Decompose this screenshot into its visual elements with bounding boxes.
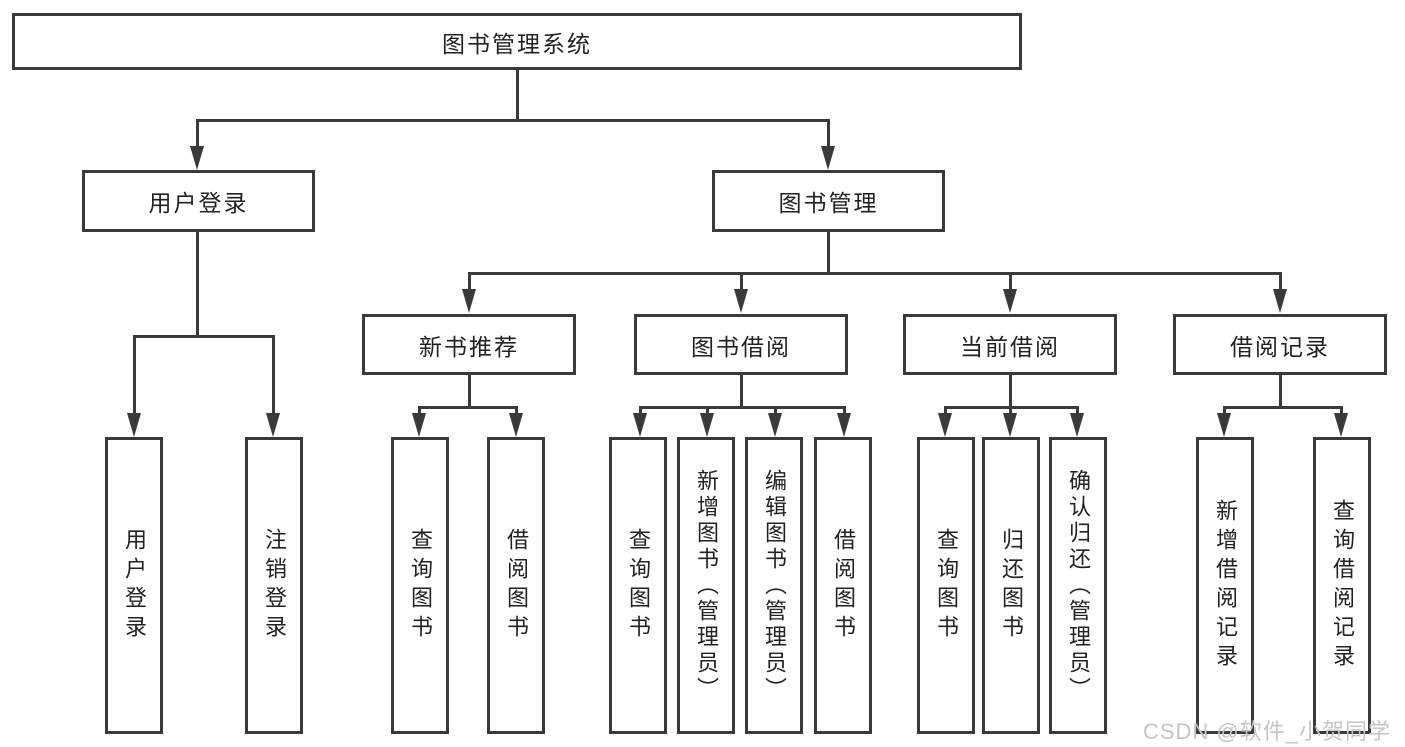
arrow-down-icon bbox=[462, 289, 476, 313]
connector-vline bbox=[133, 335, 136, 414]
connector-hline bbox=[1223, 406, 1343, 409]
leaf-user-login-label: 用户登录 bbox=[122, 527, 147, 644]
connector-vline bbox=[843, 406, 846, 414]
connector-vline bbox=[1279, 272, 1282, 290]
arrow-down-icon bbox=[1273, 289, 1287, 313]
leaf-borrowing-query-books: 查询图书 bbox=[609, 437, 667, 734]
arrow-down-icon bbox=[127, 413, 141, 437]
node-current-borrowing: 当前借阅 bbox=[903, 314, 1117, 375]
node-current-borrowing-label: 当前借阅 bbox=[960, 333, 1060, 360]
arrow-down-icon bbox=[266, 413, 280, 437]
node-user-login: 用户登录 bbox=[82, 170, 315, 232]
connector-hline bbox=[468, 272, 1281, 275]
csdn-watermark: CSDN @软件_小贺同学 bbox=[1142, 719, 1391, 744]
leaf-edit-books-admin: 编辑图书（管理员） bbox=[745, 437, 803, 734]
leaf-return-books: 归还图书 bbox=[982, 437, 1040, 734]
arrow-down-icon bbox=[1003, 413, 1017, 437]
leaf-recommend-query-books: 查询图书 bbox=[391, 437, 449, 734]
arrow-down-icon bbox=[1003, 289, 1017, 313]
arrow-down-icon bbox=[768, 413, 782, 437]
leaf-confirm-return-admin-label: 确认归还（管理员） bbox=[1066, 468, 1091, 703]
leaf-recommend-borrow-books: 借阅图书 bbox=[487, 437, 545, 734]
leaf-recommend-borrow-books-label: 借阅图书 bbox=[504, 527, 529, 644]
node-root-system: 图书管理系统 bbox=[12, 13, 1022, 70]
leaf-add-books-admin: 新增图书（管理员） bbox=[677, 437, 735, 734]
connector-vline bbox=[774, 406, 777, 414]
connector-vline bbox=[706, 406, 709, 414]
arrow-down-icon bbox=[938, 413, 952, 437]
connector-vline bbox=[516, 70, 519, 119]
connector-vline bbox=[639, 406, 642, 414]
node-new-book-recommendation: 新书推荐 bbox=[362, 314, 576, 375]
leaf-user-login: 用户登录 bbox=[105, 437, 163, 734]
arrow-down-icon bbox=[700, 413, 714, 437]
connector-vline bbox=[1223, 406, 1226, 414]
node-book-borrowing-label: 图书借阅 bbox=[691, 333, 791, 360]
leaf-logout-label: 注销登录 bbox=[262, 527, 287, 644]
node-book-borrowing: 图书借阅 bbox=[634, 314, 848, 375]
connector-vline bbox=[740, 375, 743, 406]
leaf-query-borrow-record-label: 查询借阅记录 bbox=[1330, 498, 1355, 673]
leaf-query-borrow-record: 查询借阅记录 bbox=[1313, 437, 1371, 734]
arrow-down-icon bbox=[190, 146, 204, 170]
arrow-down-icon bbox=[509, 413, 523, 437]
arrow-down-icon bbox=[412, 413, 426, 437]
arrow-down-icon bbox=[633, 413, 647, 437]
connector-vline bbox=[827, 119, 830, 147]
connector-hline bbox=[196, 119, 830, 122]
connector-vline bbox=[827, 232, 830, 272]
arrow-down-icon bbox=[821, 146, 835, 170]
leaf-recommend-query-books-label: 查询图书 bbox=[408, 527, 433, 644]
leaf-logout: 注销登录 bbox=[245, 437, 303, 734]
leaf-current-query-books: 查询图书 bbox=[917, 437, 975, 734]
node-book-management-label: 图书管理 bbox=[778, 190, 879, 216]
leaf-current-query-books-label: 查询图书 bbox=[934, 527, 959, 644]
arrow-down-icon bbox=[1334, 413, 1348, 437]
connector-vline bbox=[468, 375, 471, 406]
leaf-return-books-label: 归还图书 bbox=[999, 527, 1024, 644]
connector-vline bbox=[196, 232, 199, 335]
leaf-borrowing-borrow-books-label: 借阅图书 bbox=[831, 527, 856, 644]
arrow-down-icon bbox=[1217, 413, 1231, 437]
connector-vline bbox=[1009, 272, 1012, 290]
node-book-management: 图书管理 bbox=[712, 170, 945, 232]
node-root-label: 图书管理系统 bbox=[442, 30, 592, 57]
arrow-down-icon bbox=[1070, 413, 1084, 437]
connector-vline bbox=[272, 335, 275, 414]
connector-hline bbox=[133, 335, 275, 338]
leaf-borrowing-borrow-books: 借阅图书 bbox=[814, 437, 872, 734]
connector-vline bbox=[740, 272, 743, 290]
node-new-book-recommendation-label: 新书推荐 bbox=[419, 333, 519, 360]
leaf-add-borrow-record-label: 新增借阅记录 bbox=[1213, 498, 1238, 673]
connector-vline bbox=[1279, 375, 1282, 406]
leaf-add-books-admin-label: 新增图书（管理员） bbox=[694, 468, 719, 703]
connector-vline bbox=[944, 406, 947, 414]
leaf-borrowing-query-books-label: 查询图书 bbox=[626, 527, 651, 644]
leaf-edit-books-admin-label: 编辑图书（管理员） bbox=[762, 468, 787, 703]
connector-vline bbox=[515, 406, 518, 414]
leaf-confirm-return-admin: 确认归还（管理员） bbox=[1049, 437, 1107, 734]
node-user-login-label: 用户登录 bbox=[148, 190, 249, 216]
connector-vline bbox=[1340, 406, 1343, 414]
leaf-add-borrow-record: 新增借阅记录 bbox=[1196, 437, 1254, 734]
connector-hline bbox=[418, 406, 518, 409]
node-borrowing-records: 借阅记录 bbox=[1173, 314, 1387, 375]
connector-vline bbox=[418, 406, 421, 414]
connector-vline bbox=[1009, 375, 1012, 406]
connector-vline bbox=[1009, 406, 1012, 414]
node-borrowing-records-label: 借阅记录 bbox=[1230, 333, 1330, 360]
connector-vline bbox=[196, 119, 199, 147]
connector-vline bbox=[468, 272, 471, 290]
connector-vline bbox=[1076, 406, 1079, 414]
connector-hline bbox=[639, 406, 846, 409]
arrow-down-icon bbox=[734, 289, 748, 313]
arrow-down-icon bbox=[837, 413, 851, 437]
